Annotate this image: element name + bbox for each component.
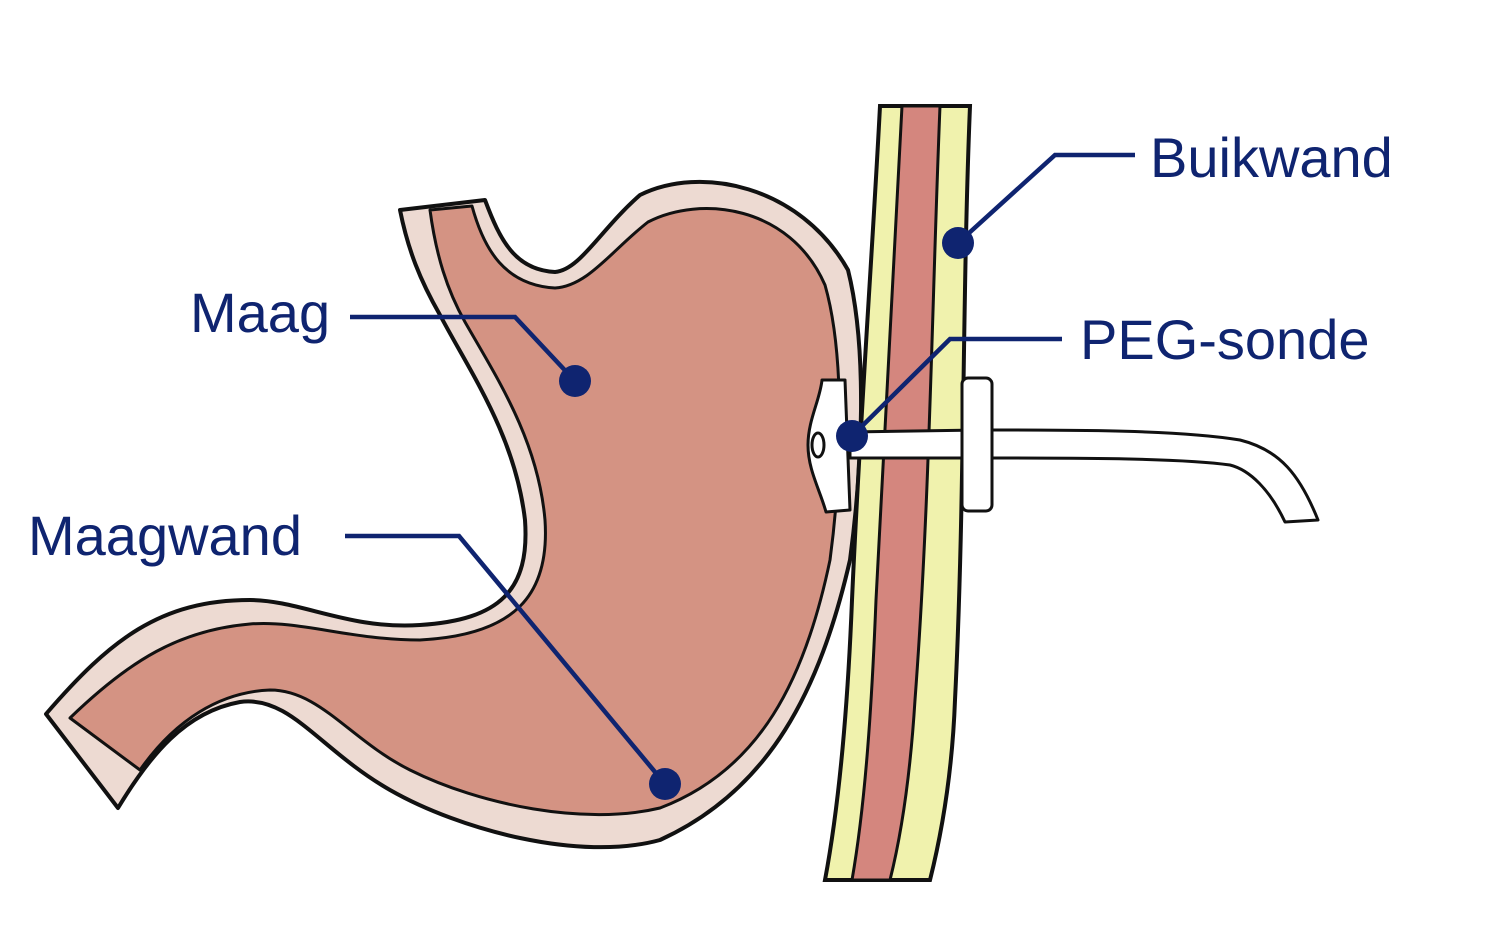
tube-opening [810, 431, 826, 459]
leader-peg-sonde [850, 336, 1062, 438]
label-buikwand: Buikwand [1150, 126, 1393, 189]
leader-lines [345, 152, 1135, 786]
marker-peg-sonde [836, 420, 868, 452]
marker-maag [559, 365, 591, 397]
label-maag: Maag [190, 281, 331, 344]
abdominal-wall-muscle [850, 104, 942, 882]
external-fixation-disc [960, 376, 994, 513]
internal-retention-bumper [806, 378, 852, 514]
leader-maag [350, 314, 577, 383]
stomach-inner [68, 204, 842, 817]
marker-buikwand [942, 227, 974, 259]
label-peg-sonde: PEG-sonde [1080, 308, 1370, 371]
leader-buikwand [956, 152, 1135, 245]
leader-maagwand [345, 533, 667, 786]
marker-maagwand [649, 768, 681, 800]
label-maagwand: Maagwand [28, 504, 302, 567]
